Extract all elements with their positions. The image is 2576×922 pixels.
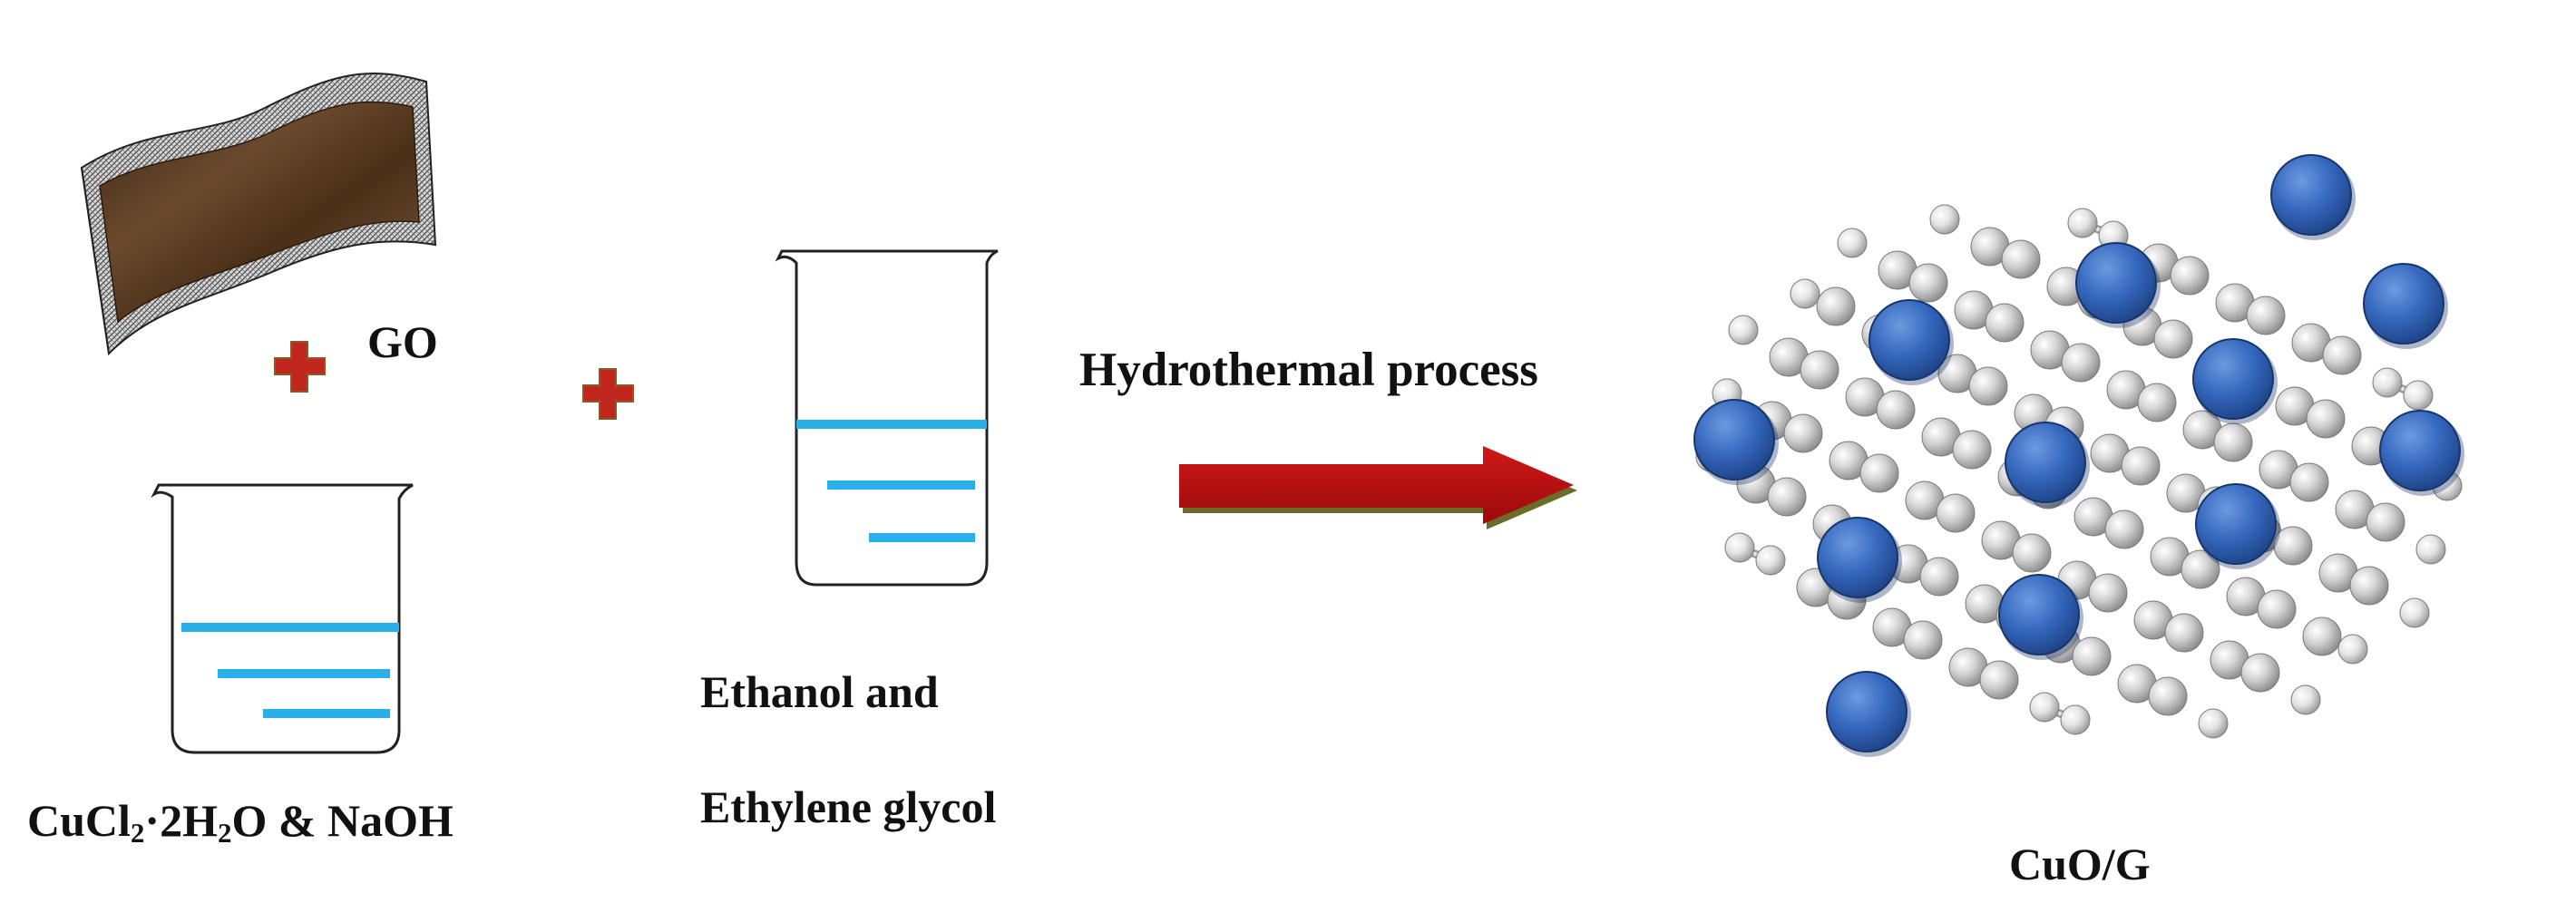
cuo-particle	[2075, 242, 2157, 324]
reagent-label: CuCl2·2H2O & NaOH	[27, 798, 454, 847]
hydrogen-atom	[2290, 684, 2321, 715]
carbon-atom	[2302, 616, 2342, 656]
hydrogen-atom	[2337, 634, 2368, 665]
carbon-atom	[2213, 422, 2253, 462]
hydrogen-atom	[2198, 708, 2229, 739]
carbon-atom	[1952, 430, 1992, 470]
carbon-atom	[2170, 256, 2210, 296]
carbon-atom	[2012, 533, 2052, 573]
carbon-atom	[2246, 296, 2286, 335]
hydrogen-atom	[1790, 278, 1820, 309]
carbon-atom	[1919, 557, 1959, 597]
cuo-particle	[2005, 422, 2086, 503]
carbon-atom	[2322, 335, 2362, 375]
hydrogen-atom	[2372, 367, 2403, 398]
plus-icon	[582, 368, 634, 420]
beaker-icon	[151, 483, 414, 754]
carbon-atom	[2306, 399, 2346, 439]
reagent-label-part: CuCl	[27, 795, 131, 846]
reagent-label-subscript: 2	[130, 816, 145, 849]
go-sheet-icon	[80, 73, 437, 356]
cuo-particle	[2192, 338, 2274, 420]
carbon-atom	[2153, 319, 2193, 359]
reagent-label-part: O & NaOH	[231, 795, 454, 846]
plus-icon	[274, 341, 326, 393]
carbon-atom	[2273, 526, 2313, 566]
hydrogen-atom	[1728, 315, 1759, 345]
cuo-particle	[2363, 263, 2444, 345]
carbon-atom	[2349, 566, 2389, 606]
cuo-particle	[1869, 299, 1950, 381]
hydrogen-atom	[2060, 704, 2091, 735]
beaker-icon	[775, 249, 999, 587]
hydrogen-atom	[2415, 534, 2446, 565]
product-label: CuO/G	[2009, 839, 2151, 889]
solvent-label-line1: Ethanol and	[700, 666, 939, 717]
cuo-particle	[2270, 154, 2352, 236]
arrow-right-icon	[1179, 446, 1577, 529]
carbon-atom	[1800, 350, 1839, 390]
carbon-atom	[1985, 303, 2025, 343]
carbon-atom	[2366, 502, 2405, 542]
solvent-label-line2: Ethylene glycol	[700, 781, 997, 832]
cuo-particle	[1817, 517, 1898, 598]
cuo-graphene-model-icon	[1693, 154, 2464, 757]
carbon-atom	[1968, 366, 2008, 406]
reagent-label-part: ·2H	[144, 795, 218, 846]
carbon-atom	[2181, 549, 2220, 589]
hydrogen-atom	[2399, 597, 2430, 628]
carbon-atom	[2137, 383, 2177, 422]
cuo-particle	[2195, 483, 2277, 565]
carbon-atom	[2240, 653, 2280, 693]
reagent-label-subscript: 2	[218, 816, 232, 849]
carbon-atom	[1876, 390, 1916, 430]
carbon-atom	[1783, 413, 1823, 453]
carbon-atom	[1979, 660, 2019, 700]
carbon-atom	[2001, 239, 2041, 279]
carbon-atom	[1903, 620, 1943, 660]
carbon-atom	[2121, 446, 2161, 486]
carbon-atom	[2148, 676, 2188, 716]
carbon-atom	[1767, 477, 1807, 517]
hydrogen-atom	[2029, 692, 2060, 723]
carbon-atom	[2289, 462, 2329, 502]
carbon-atom	[1908, 263, 1948, 303]
go-label: GO	[367, 316, 438, 367]
cuo-particle	[1826, 671, 1908, 752]
cuo-particle	[1998, 574, 2080, 655]
hydrogen-atom	[1724, 532, 1755, 563]
carbon-atom	[2104, 510, 2144, 549]
carbon-atom	[2257, 589, 2297, 629]
carbon-atom	[2072, 636, 2112, 676]
hydrogen-atom	[1929, 204, 1960, 235]
carbon-atom	[1816, 286, 1856, 326]
carbon-atom	[2061, 343, 2101, 383]
carbon-atom	[2088, 573, 2128, 613]
carbon-atom	[2164, 613, 2204, 653]
hydrogen-atom	[2067, 208, 2098, 238]
hydrogen-atom	[1837, 228, 1868, 258]
cuo-particle	[1693, 399, 1775, 480]
cuo-particle	[2379, 410, 2461, 491]
carbon-atom	[1936, 493, 1976, 533]
carbon-atom	[1859, 453, 1899, 493]
hydrogen-atom	[1755, 545, 1786, 576]
hydrogen-atom	[2403, 380, 2434, 411]
process-label: Hydrothermal process	[1079, 344, 1538, 396]
